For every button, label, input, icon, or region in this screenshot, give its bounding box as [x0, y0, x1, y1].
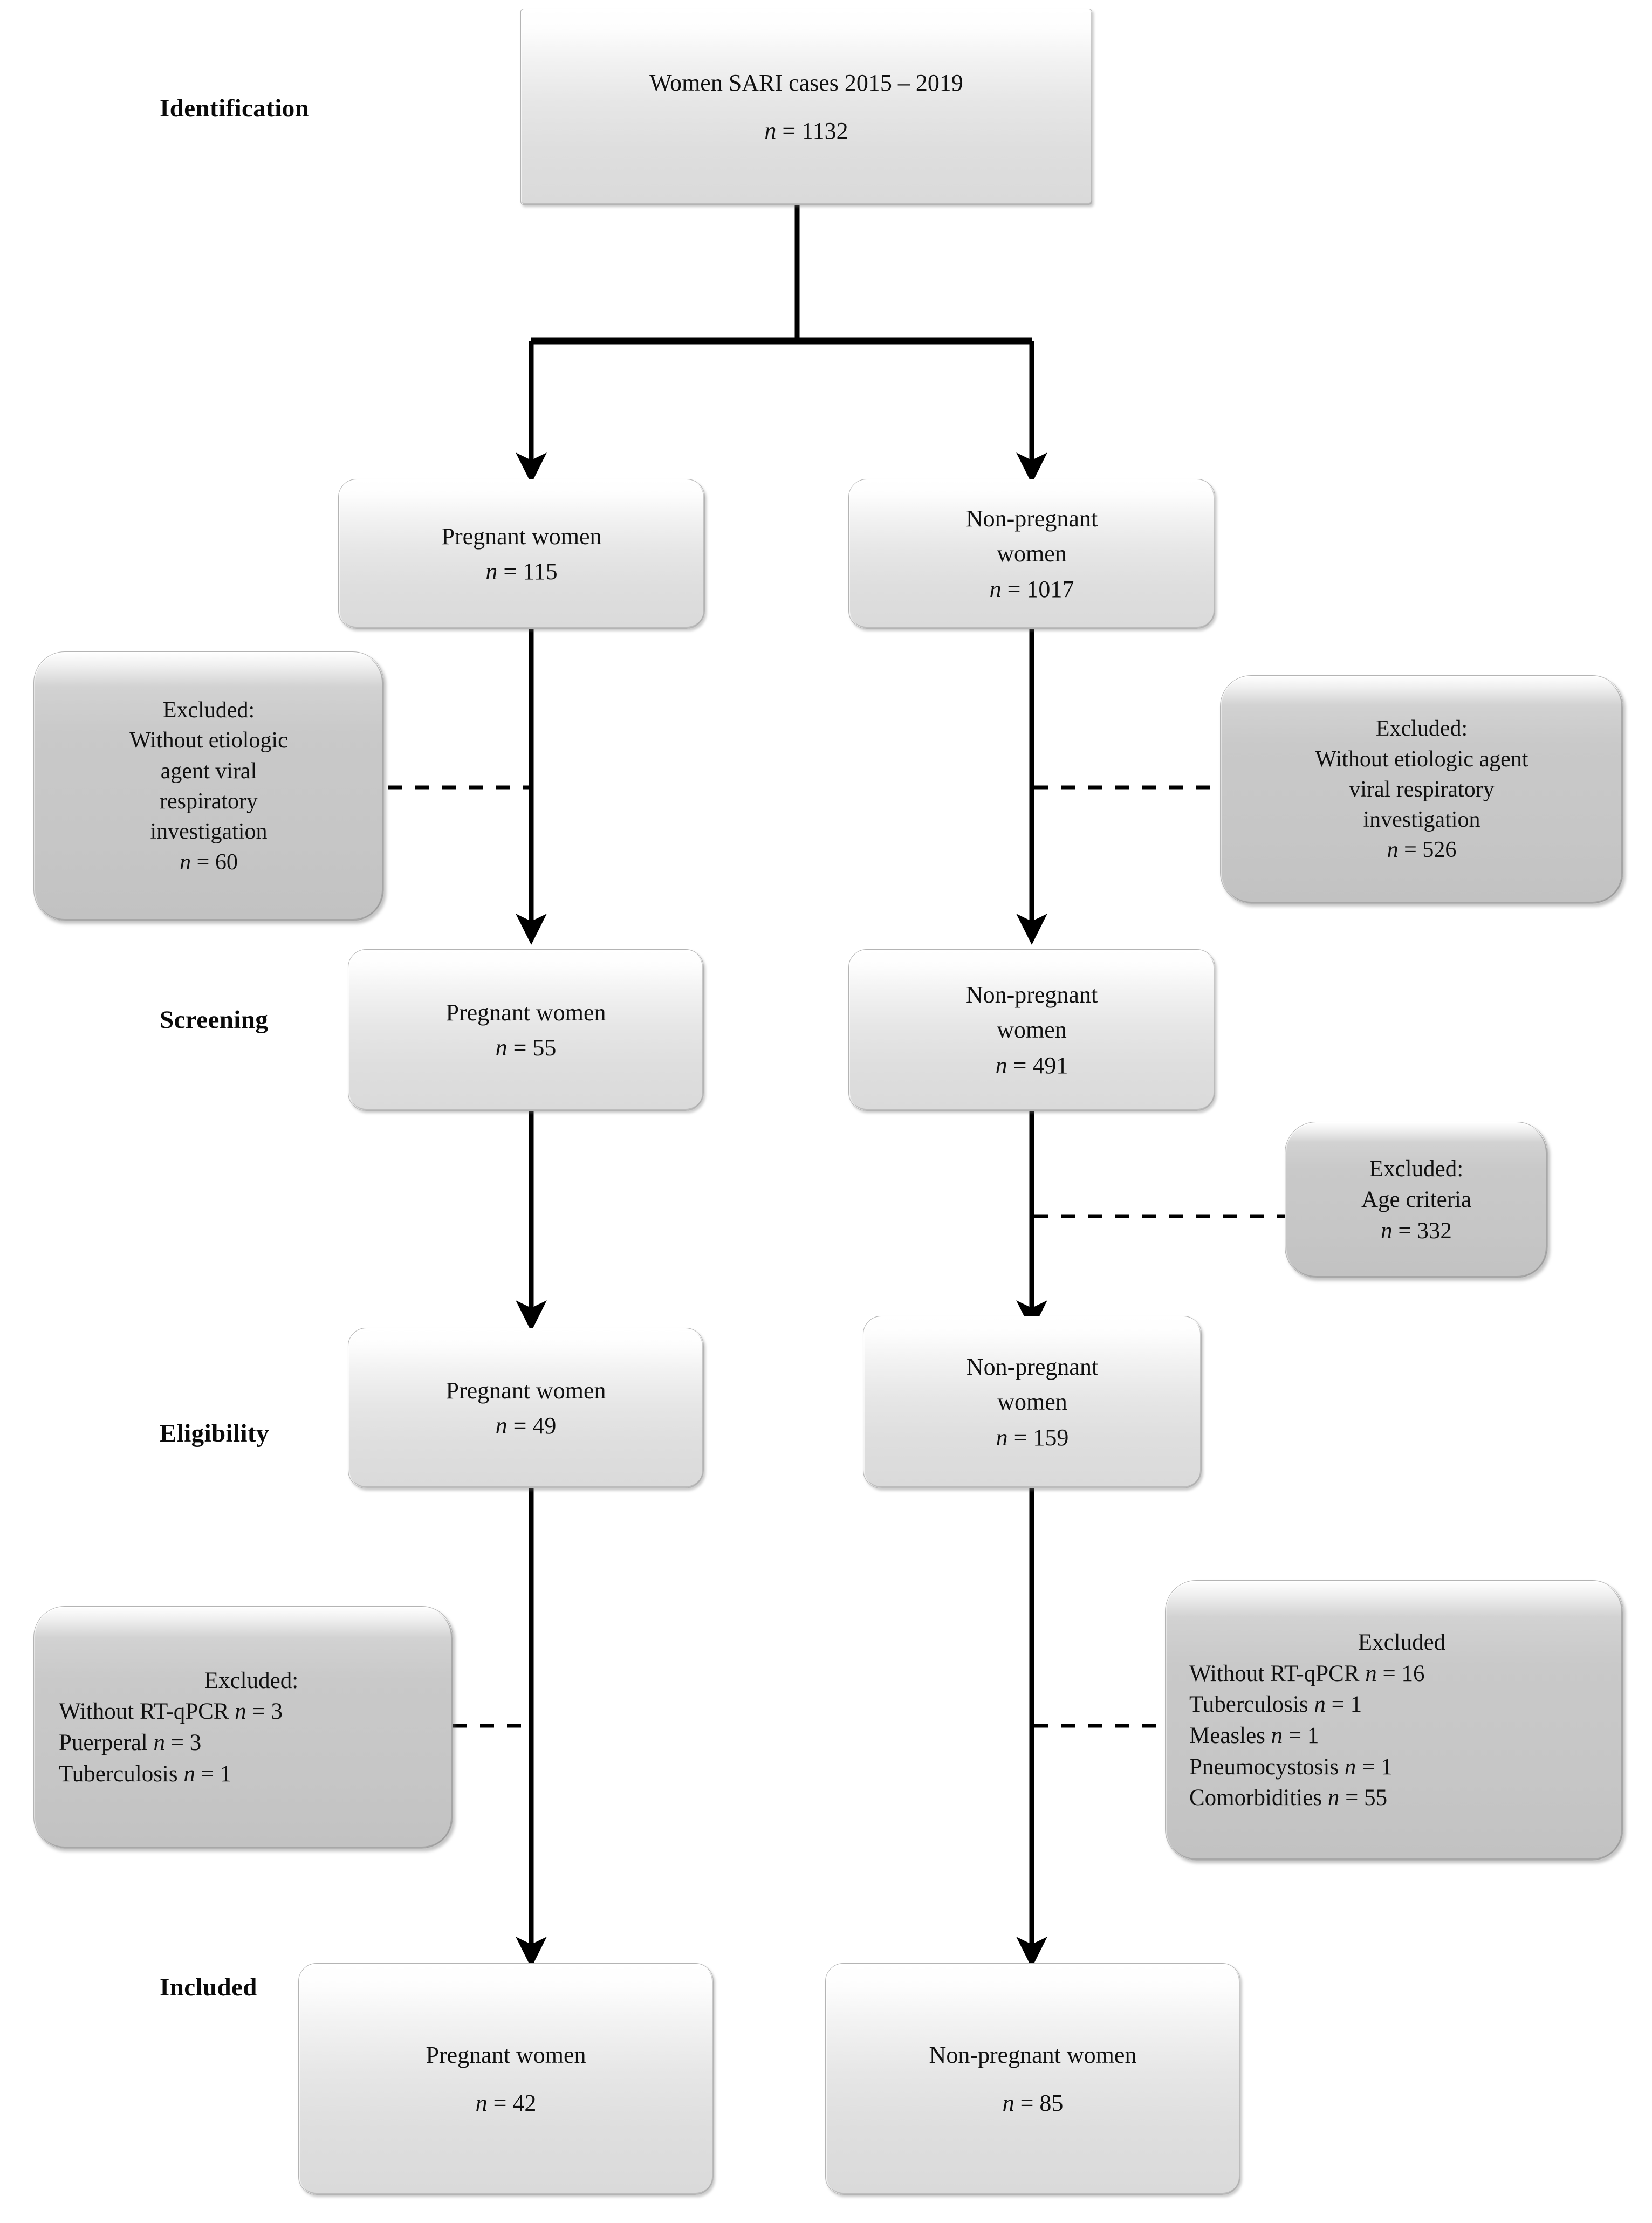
node-nonpregnant-identified-title-2: women — [997, 540, 1067, 567]
exclusion-pregnant-eligibility[interactable]: Excluded: Without RT-qPCR n = 3 Puerpera… — [33, 1606, 453, 1849]
node-pregnant-identified-count: n = 115 — [485, 558, 558, 585]
stage-label-eligibility: Eligibility — [160, 1419, 269, 1447]
exclusion-pregnant-screening-heading: Excluded: — [162, 698, 255, 723]
node-nonpregnant-identified-title-1: Non-pregnant — [965, 505, 1098, 532]
node-nonpregnant-included-count: n = 85 — [1002, 2090, 1064, 2117]
exclusion-nonpregnant-screening[interactable]: Excluded: Without etiologic agent viral … — [1220, 675, 1623, 904]
node-identification-total[interactable]: Women SARI cases 2015 – 2019 n = 1132 — [520, 9, 1092, 205]
node-nonpregnant-screened-count: n = 491 — [995, 1052, 1068, 1079]
stage-label-included: Included — [160, 1973, 257, 2001]
exclusion-list-item: Tuberculosis n = 1 — [59, 1761, 232, 1787]
exclusion-pregnant-screening[interactable]: Excluded: Without etiologic agent viral … — [33, 651, 384, 921]
stage-label-identification: Identification — [160, 94, 310, 122]
node-pregnant-identified-title: Pregnant women — [441, 523, 602, 550]
node-pregnant-eligible[interactable]: Pregnant women n = 49 — [348, 1328, 704, 1488]
exclusion-nonpregnant-age-heading: Excluded: — [1369, 1156, 1464, 1182]
node-nonpregnant-identified-count: n = 1017 — [989, 575, 1074, 602]
exclusion-list-item: Comorbidities n = 55 — [1189, 1785, 1388, 1811]
exclusion-list-item: Measles n = 1 — [1189, 1723, 1319, 1748]
exclusion-list-item: Tuberculosis n = 1 — [1189, 1692, 1362, 1718]
exclusion-list-item: Pneumocystosis n = 1 — [1189, 1754, 1393, 1780]
exclusion-nonpregnant-age-count: n = 332 — [1381, 1218, 1452, 1244]
exclusion-pregnant-screening-count: n = 60 — [180, 849, 238, 875]
node-pregnant-screened-count: n = 55 — [495, 1034, 557, 1061]
node-pregnant-included[interactable]: Pregnant women n = 42 — [298, 1963, 714, 2195]
node-pregnant-identified[interactable]: Pregnant women n = 115 — [338, 479, 705, 629]
stage-label-screening: Screening — [160, 1006, 269, 1034]
exclusion-nonpregnant-screening-count: n = 526 — [1387, 838, 1457, 863]
node-nonpregnant-included[interactable]: Non-pregnant women n = 85 — [825, 1963, 1240, 2195]
node-nonpregnant-eligible-count: n = 159 — [996, 1424, 1069, 1451]
exclusion-pregnant-eligibility-heading: Excluded: — [204, 1668, 299, 1693]
exclusion-list-item: Without RT-qPCR n = 16 — [1189, 1661, 1425, 1686]
exclusion-nonpregnant-age[interactable]: Excluded: Age criteria n = 332 — [1285, 1122, 1548, 1278]
node-pregnant-screened[interactable]: Pregnant women n = 55 — [348, 949, 704, 1111]
node-identification-total-count: n = 1132 — [764, 118, 848, 145]
node-pregnant-included-count: n = 42 — [475, 2090, 537, 2117]
exclusion-list-item: Without RT-qPCR n = 3 — [59, 1699, 283, 1725]
exclusion-nonpregnant-eligibility[interactable]: Excluded Without RT-qPCR n = 16 Tubercul… — [1165, 1580, 1623, 1861]
exclusion-list-item: Puerperal n = 3 — [59, 1730, 202, 1755]
exclusion-nonpregnant-screening-heading: Excluded: — [1375, 716, 1468, 742]
node-identification-total-title: Women SARI cases 2015 – 2019 — [649, 69, 963, 96]
node-nonpregnant-eligible[interactable]: Non-pregnant women n = 159 — [863, 1316, 1202, 1488]
node-nonpregnant-identified[interactable]: Non-pregnant women n = 1017 — [848, 479, 1215, 629]
node-pregnant-screened-title: Pregnant women — [445, 999, 606, 1026]
node-nonpregnant-screened[interactable]: Non-pregnant women n = 491 — [848, 949, 1215, 1111]
exclusion-nonpregnant-eligibility-heading: Excluded — [1358, 1630, 1446, 1656]
node-pregnant-eligible-count: n = 49 — [495, 1412, 557, 1439]
